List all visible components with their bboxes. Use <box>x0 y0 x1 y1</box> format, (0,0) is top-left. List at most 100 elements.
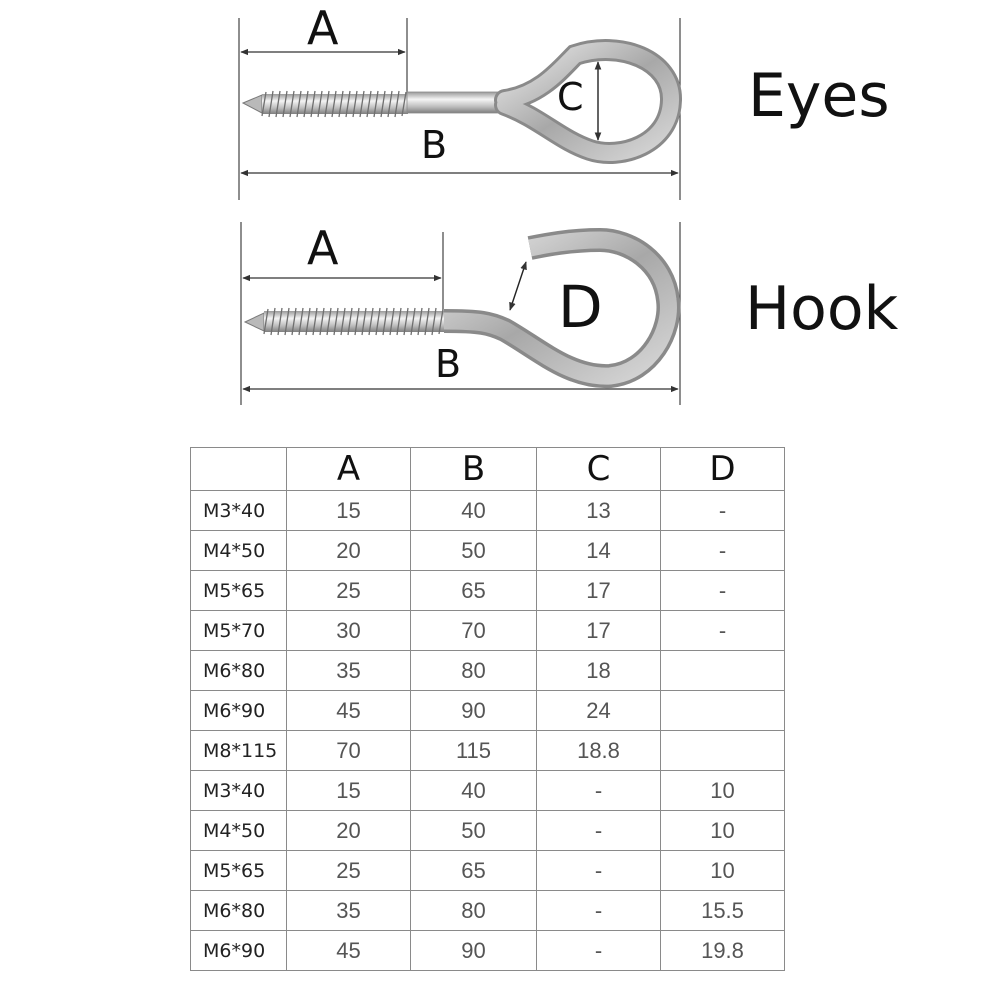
cell-c: 18 <box>536 650 661 691</box>
table-row: M6*80 35 80 18 <box>190 650 785 691</box>
cell-a: 25 <box>286 570 411 611</box>
table-row: M5*65 25 65 - 10 <box>190 850 785 891</box>
cell-d: 10 <box>660 810 785 851</box>
cell-c: - <box>536 770 661 811</box>
cell-d: 15.5 <box>660 890 785 931</box>
cell-a: 25 <box>286 850 411 891</box>
eye-ring <box>497 42 680 161</box>
hook-curve <box>443 231 677 385</box>
cell-a: 15 <box>286 490 411 531</box>
screw-drawings <box>238 18 682 405</box>
cell-d: - <box>660 490 785 531</box>
cell-model: M6*90 <box>190 690 287 731</box>
cell-c: 18.8 <box>536 730 661 771</box>
eye-screw-tip <box>241 94 263 114</box>
cell-model: M4*50 <box>190 810 287 851</box>
cell-c: - <box>536 850 661 891</box>
cell-d: - <box>660 570 785 611</box>
cell-b: 90 <box>410 690 537 731</box>
cell-a: 35 <box>286 890 411 931</box>
table-row: M8*115 70 115 18.8 <box>190 730 785 771</box>
cell-d: 19.8 <box>660 930 785 971</box>
dimension-figure: A B C Eyes A B D Hook <box>0 0 1000 430</box>
hook-label-d: D <box>558 273 603 341</box>
cell-model: M3*40 <box>190 770 287 811</box>
hook-label-b: B <box>435 342 462 386</box>
cell-model: M8*115 <box>190 730 287 771</box>
cell-b: 80 <box>410 650 537 691</box>
header-a: A <box>286 447 411 491</box>
table-row: M6*80 35 80 - 15.5 <box>190 890 785 931</box>
cell-b: 65 <box>410 570 537 611</box>
cell-c: 24 <box>536 690 661 731</box>
cell-model: M5*70 <box>190 610 287 651</box>
cell-c: 13 <box>536 490 661 531</box>
cell-d: - <box>660 530 785 571</box>
cell-a: 70 <box>286 730 411 771</box>
table-row: M5*70 30 70 17 - <box>190 610 785 651</box>
table-header-row: A B C D <box>190 447 785 491</box>
cell-model: M3*40 <box>190 490 287 531</box>
table-row: M3*40 15 40 13 - <box>190 490 785 531</box>
cell-a: 35 <box>286 650 411 691</box>
table-row: M5*65 25 65 17 - <box>190 570 785 611</box>
cell-model: M6*90 <box>190 930 287 971</box>
cell-a: 45 <box>286 690 411 731</box>
cell-model: M4*50 <box>190 530 287 571</box>
cell-b: 80 <box>410 890 537 931</box>
hook-dimension-d-line <box>509 261 527 311</box>
cell-c: - <box>536 930 661 971</box>
cell-c: 17 <box>536 570 661 611</box>
eye-type-label: Eyes <box>748 61 890 131</box>
table-row: M6*90 45 90 24 <box>190 690 785 731</box>
cell-model: M6*80 <box>190 650 287 691</box>
hook-label-a: A <box>307 221 339 275</box>
cell-c: - <box>536 810 661 851</box>
cell-model: M5*65 <box>190 570 287 611</box>
hook-screw-drawing <box>240 222 681 405</box>
cell-d <box>660 730 785 771</box>
cell-b: 115 <box>410 730 537 771</box>
cell-c: - <box>536 890 661 931</box>
eye-screw-drawing <box>238 18 682 200</box>
cell-a: 15 <box>286 770 411 811</box>
cell-d <box>660 650 785 691</box>
cell-a: 20 <box>286 530 411 571</box>
cell-model: M5*65 <box>190 850 287 891</box>
eye-label-c: C <box>557 75 584 119</box>
table-row: M4*50 20 50 14 - <box>190 530 785 571</box>
hook-thread-body <box>264 311 445 332</box>
cell-d: - <box>660 610 785 651</box>
cell-d <box>660 690 785 731</box>
eye-label-b: B <box>421 123 448 167</box>
cell-b: 40 <box>410 490 537 531</box>
table-row: M3*40 15 40 - 10 <box>190 770 785 811</box>
eye-smooth-shank <box>406 91 508 114</box>
header-model <box>190 447 287 491</box>
hook-screw-tip <box>243 312 265 332</box>
cell-model: M6*80 <box>190 890 287 931</box>
cell-d: 10 <box>660 850 785 891</box>
header-d: D <box>660 447 785 491</box>
table-row: M6*90 45 90 - 19.8 <box>190 930 785 971</box>
cell-b: 50 <box>410 810 537 851</box>
header-b: B <box>410 447 537 491</box>
cell-b: 70 <box>410 610 537 651</box>
cell-a: 45 <box>286 930 411 971</box>
cell-a: 20 <box>286 810 411 851</box>
eye-thread-lines <box>261 90 407 118</box>
hook-thread-lines <box>263 307 444 336</box>
cell-b: 65 <box>410 850 537 891</box>
dimension-table: A B C D M3*40 15 40 13 - M4*50 20 50 14 … <box>190 447 785 971</box>
cell-c: 14 <box>536 530 661 571</box>
cell-b: 50 <box>410 530 537 571</box>
cell-b: 90 <box>410 930 537 971</box>
cell-d: 10 <box>660 770 785 811</box>
cell-a: 30 <box>286 610 411 651</box>
header-c: C <box>536 447 661 491</box>
hook-type-label: Hook <box>745 274 899 344</box>
table-row: M4*50 20 50 - 10 <box>190 810 785 851</box>
cell-b: 40 <box>410 770 537 811</box>
eye-label-a: A <box>307 1 339 55</box>
cell-c: 17 <box>536 610 661 651</box>
